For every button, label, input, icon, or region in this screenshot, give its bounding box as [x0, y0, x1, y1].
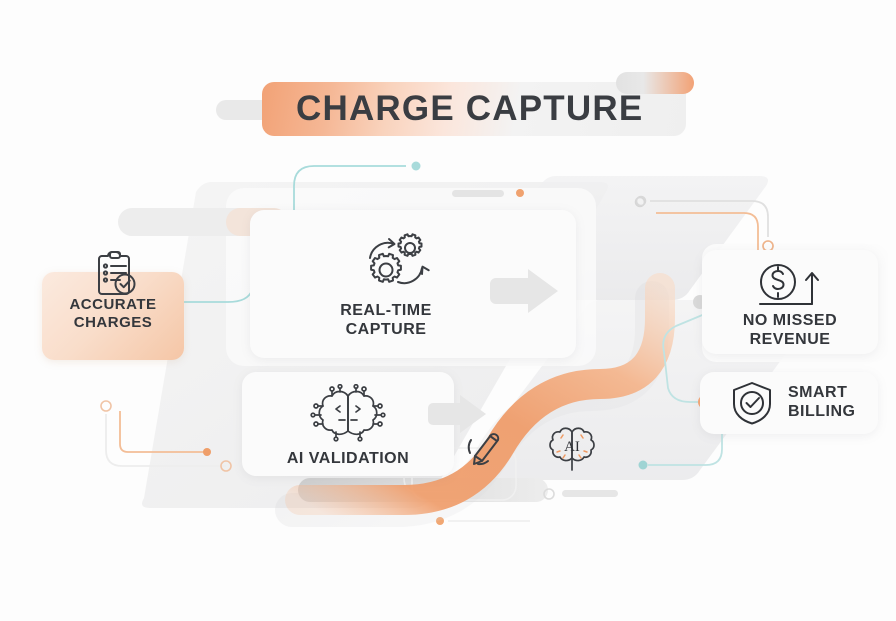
card-accurate-charges[interactable]: ACCURATE CHARGES [42, 272, 184, 360]
connector-orange-upper-right [656, 212, 759, 254]
connector-teal-top [293, 161, 421, 278]
card-accurate-charges-line2: CHARGES [73, 313, 153, 331]
deco-ring-upper-right [634, 196, 646, 208]
deco-dash-bottom-mid [562, 490, 618, 497]
card-no-missed-revenue[interactable]: NO MISSED REVENUE [702, 250, 878, 354]
clipboard-check-icon [98, 251, 136, 295]
card-ai-validation[interactable]: AI VALIDATION [242, 372, 486, 476]
card-real-time-capture-line1: REAL-TIME [340, 302, 432, 319]
card-no-missed-revenue-line2: REVENUE [749, 330, 831, 348]
ai-brain-icon: AI [549, 427, 595, 471]
connector-bottom-left [100, 400, 232, 472]
deco-dash-upper [452, 190, 504, 197]
card-smart-billing-line2: BILLING [788, 403, 856, 420]
ai-brain-icon-label: AI [564, 439, 580, 455]
card-real-time-capture[interactable]: REAL-TIME CAPTURE [250, 210, 576, 358]
deco-ring-bottom-mid [543, 488, 555, 500]
page-title-banner: CHARGE CAPTURE [216, 72, 694, 140]
card-smart-billing[interactable]: SMART BILLING [700, 372, 878, 434]
title-bar-background [262, 82, 686, 136]
card-no-missed-revenue-line1: NO MISSED [742, 312, 838, 329]
card-smart-billing-label: SMART BILLING [788, 384, 856, 422]
card-smart-billing-line1: SMART [788, 384, 848, 402]
dollar-growth-icon [759, 264, 819, 305]
shield-check-icon [733, 382, 771, 425]
card-real-time-capture-line2: CAPTURE [345, 320, 427, 338]
card-ai-validation-label: AI VALIDATION [286, 450, 410, 467]
card-real-time-capture-label: REAL-TIME CAPTURE [250, 302, 522, 340]
flow-arrow-right-icon [490, 269, 558, 313]
card-accurate-charges-line1: ACCURATE [69, 296, 157, 313]
gears-cycle-icon [369, 233, 430, 285]
page-title: CHARGE CAPTURE [296, 89, 644, 128]
orange-flow-ribbon [275, 273, 675, 527]
flow-arrow-right-icon-2 [428, 395, 486, 433]
deco-dot-orange-upper [516, 189, 524, 197]
ai-brain-circuit-icon [310, 384, 386, 442]
connector-teal-bottom-right [638, 434, 723, 470]
card-accurate-charges-label: ACCURATE CHARGES [42, 272, 184, 331]
card-no-missed-revenue-label: NO MISSED REVENUE [702, 312, 878, 350]
pencil-writing-icon [467, 433, 500, 466]
title-pill-decoration [616, 72, 694, 94]
